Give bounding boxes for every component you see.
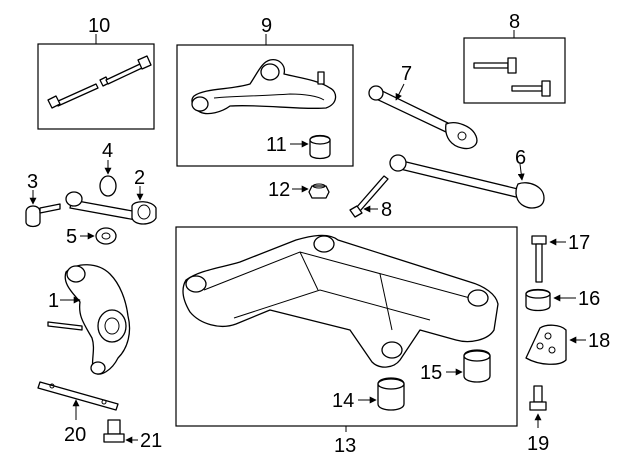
part-6-trailing-link[interactable] — [389, 154, 545, 209]
callout-5: 5 — [66, 226, 77, 248]
callout-17: 17 — [568, 232, 590, 254]
callout-19: 19 — [527, 433, 549, 455]
part-3-bolt[interactable] — [25, 203, 61, 228]
callout-10: 10 — [88, 15, 110, 37]
callout-2: 2 — [134, 167, 145, 189]
part-8-bolt[interactable] — [349, 175, 389, 218]
callout-15: 15 — [420, 362, 442, 384]
part-11-bushing[interactable] — [309, 134, 331, 160]
callout-18: 18 — [588, 330, 610, 352]
part-2-toe-link[interactable] — [65, 191, 157, 225]
part-18-bracket[interactable] — [525, 324, 567, 365]
callout-9: 9 — [261, 15, 272, 37]
part-14-mount[interactable] — [377, 377, 405, 411]
callout-14: 14 — [332, 390, 354, 412]
part-5-washer[interactable] — [95, 227, 117, 245]
part-7-lateral-link[interactable] — [368, 85, 478, 150]
callout-8-top: 8 — [509, 11, 520, 33]
part-8-bolts-box[interactable] — [473, 57, 551, 97]
part-15-mount[interactable] — [463, 349, 491, 383]
callout-20: 20 — [64, 424, 86, 446]
part-12-nut[interactable] — [308, 183, 330, 199]
part-10-bolts[interactable] — [40, 55, 152, 109]
box-part-9 — [176, 44, 354, 167]
part-1-knuckle[interactable] — [47, 264, 131, 375]
callout-16: 16 — [578, 288, 600, 310]
callout-4: 4 — [102, 140, 113, 162]
part-17-bolt[interactable] — [531, 235, 547, 283]
callout-12: 12 — [268, 179, 290, 201]
callout-3: 3 — [27, 171, 38, 193]
callout-6: 6 — [515, 147, 526, 169]
callout-1: 1 — [48, 290, 59, 312]
callout-7: 7 — [401, 63, 412, 85]
part-13-crossmember[interactable] — [182, 234, 499, 368]
part-20-bracket[interactable] — [37, 381, 119, 411]
callout-11: 11 — [266, 134, 287, 156]
callout-13: 13 — [334, 435, 356, 457]
part-19-bolt[interactable] — [529, 385, 547, 411]
part-4-washer[interactable] — [99, 175, 117, 197]
part-21-bolt[interactable] — [103, 419, 125, 443]
callout-8-bolt: 8 — [381, 199, 392, 221]
part-9-upper-control-arm[interactable] — [191, 59, 337, 115]
callout-21: 21 — [140, 430, 162, 452]
part-16-bushing[interactable] — [525, 288, 551, 312]
